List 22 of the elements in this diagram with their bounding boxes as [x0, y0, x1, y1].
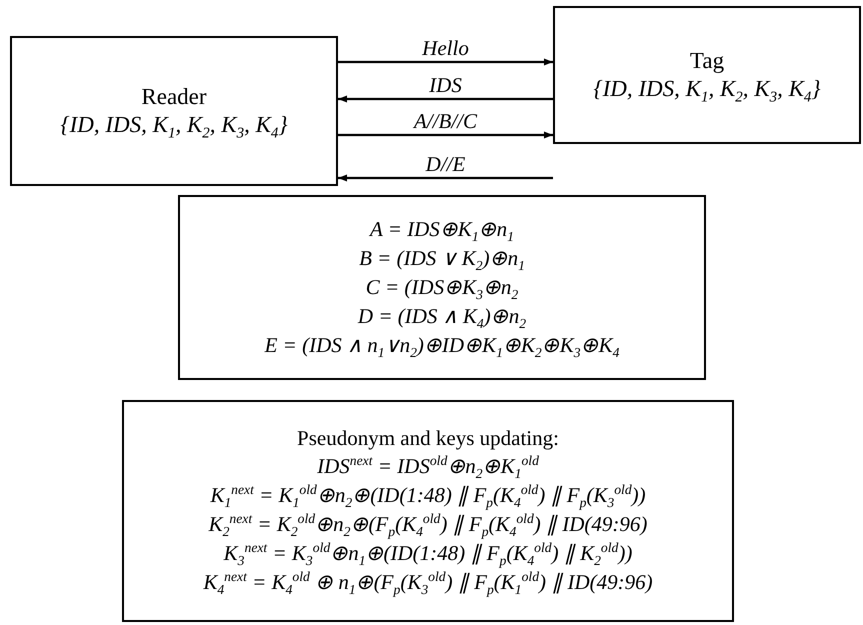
text-box [122, 400, 734, 622]
arrow [338, 132, 553, 138]
formula: K$_{4}$$^{next}$ = K$_{4}$$^{old}$ ⊕ n$_{1}$⊕(F$_{p}$(K$_{3}$$^{old}$) ∥ F$_{p}$(K$_{1}$$^{old}$) ∥ ID(49:96) [203, 568, 653, 597]
arrow [338, 96, 553, 102]
arrow [338, 58, 553, 66]
node-title: Tag [690, 47, 724, 75]
box-heading: Pseudonym and keys updating: [297, 425, 559, 452]
formula: E = (IDS ∧ n$_{1}$∨n$_{2}$)⊕ID⊕K$_{1}$⊕K$_{2}$⊕K$_{3}$⊕K$_{4}$ [264, 332, 620, 360]
formula: B = (IDS ∨ K$_{2}$)⊕n$_{1}$ [359, 245, 525, 273]
formula: A = IDS⊕K$_{1}$⊕n$_{1}$ [370, 216, 514, 244]
text-box [178, 195, 706, 380]
text-box [10, 36, 338, 186]
node-text: {ID, IDS, K$_{1}$, K$_{2}$, K$_{3}$, K$_{4}$} [60, 111, 288, 139]
arrow [338, 174, 553, 182]
text-box [553, 6, 861, 144]
node-title: Reader [141, 83, 207, 111]
formula: K$_{2}$$^{next}$ = K$_{2}$$^{old}$⊕n$_{2}$⊕(F$_{p}$(K$_{4}$$^{old}$) ∥ F$_{p}$(K$_{4}$$^{old}$) ∥ ID(49:96) [208, 510, 648, 539]
formula: C = (IDS⊕K$_{3}$⊕n$_{2}$ [366, 274, 518, 302]
formula: K$_{1}$$^{next}$ = K$_{1}$$^{old}$⊕n$_{2}$⊕(ID(1:48) ∥ F$_{p}$(K$_{4}$$^{old}$) ∥ F$_{p}$(K$_{3}$$^{old}$)) [210, 481, 646, 510]
formula: K$_{3}$$^{next}$ = K$_{3}$$^{old}$⊕n$_{1}$⊕(ID(1:48) ∥ F$_{p}$(K$_{4}$$^{old}$) ∥ K$_{2}$$^{old}$)) [224, 539, 632, 568]
formula: D = (IDS ∧ K$_{4}$)⊕n$_{2}$ [358, 303, 526, 331]
node-text: {ID, IDS, K$_{1}$, K$_{2}$, K$_{3}$, K$_{4}$} [593, 75, 821, 103]
